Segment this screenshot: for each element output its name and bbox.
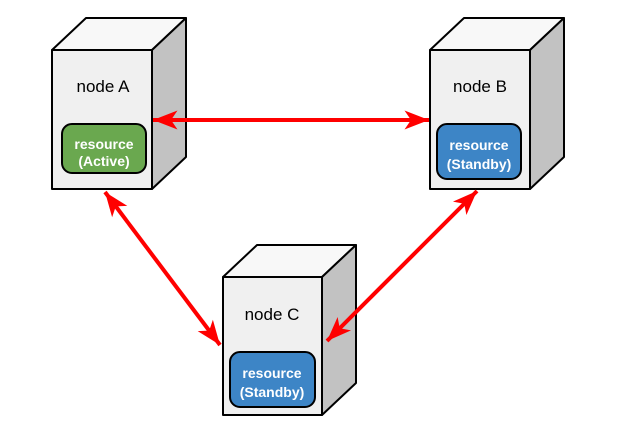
node-a-label: node A <box>77 77 131 96</box>
node-b: node B resource (Standby) <box>429 17 565 190</box>
node-b-resource-badge: resource (Standby) <box>436 123 522 180</box>
node-c-resource-badge: resource (Standby) <box>229 351 316 408</box>
node-b-resource-label-line1: resource <box>449 137 508 153</box>
node-b-resource-badge-shape <box>436 123 522 180</box>
link-node-b-node-c <box>325 189 479 343</box>
node-b-resource-label-line2: (Standby) <box>447 156 512 172</box>
node-c-label: node C <box>245 305 300 324</box>
node-a-resource-label-line1: resource <box>74 136 133 152</box>
node-a-resource-badge: resource (Active) <box>61 123 147 174</box>
node-c-resource-label-line1: resource <box>242 365 301 381</box>
node-a: node A resource (Active) <box>51 17 187 190</box>
node-c-resource-badge-shape <box>229 351 316 408</box>
node-b-label: node B <box>453 77 507 96</box>
node-c-resource-label-line2: (Standby) <box>240 384 305 400</box>
link-node-a-node-c <box>103 190 222 347</box>
node-a-resource-label-line2: (Active) <box>78 153 129 169</box>
node-a-resource-badge-shape <box>61 123 147 174</box>
